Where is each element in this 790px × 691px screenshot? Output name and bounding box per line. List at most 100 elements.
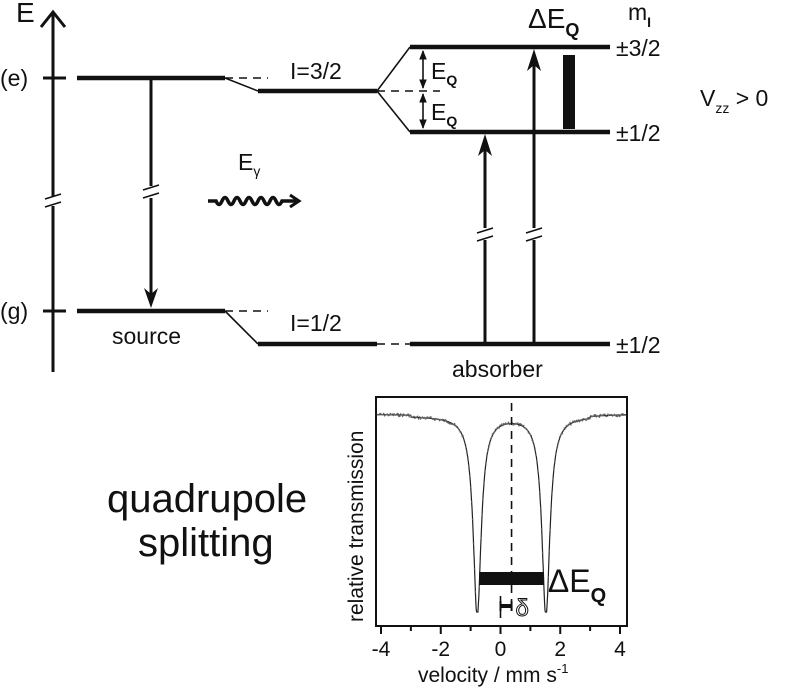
- data-point: [522, 424, 525, 427]
- data-point: [389, 412, 392, 415]
- data-point: [528, 432, 531, 434]
- vzz-label: Vzz > 0: [700, 85, 768, 116]
- data-point: [586, 418, 588, 421]
- data-point: [425, 417, 428, 420]
- data-point: [400, 414, 403, 416]
- split-line-upper: [376, 46, 411, 92]
- split-line-lower: [376, 90, 411, 133]
- data-point: [567, 424, 569, 427]
- data-point: [613, 413, 616, 416]
- data-point: [531, 439, 533, 442]
- axis-break-mark: [44, 193, 62, 200]
- data-point: [604, 413, 606, 416]
- data-point: [575, 419, 578, 422]
- data-point: [409, 414, 412, 416]
- y-axis-label: relative transmission: [345, 431, 368, 622]
- data-point: [574, 421, 577, 423]
- data-point: [538, 479, 540, 482]
- mi-value-middle: ±1/2: [616, 120, 661, 146]
- data-point: [445, 419, 447, 422]
- data-point: [492, 432, 495, 434]
- data-point: [414, 417, 416, 420]
- excited-spin-label: I=3/2: [290, 58, 342, 84]
- data-point: [594, 414, 597, 416]
- data-point: [487, 447, 490, 449]
- data-point: [443, 420, 446, 423]
- data-point: [419, 418, 422, 420]
- data-point: [481, 513, 483, 516]
- data-point: [483, 482, 485, 484]
- data-point: [430, 416, 432, 418]
- data-point: [581, 420, 584, 422]
- delta-symbol: δ: [516, 595, 529, 622]
- data-point: [490, 436, 493, 439]
- data-point: [453, 422, 456, 425]
- data-point: [569, 421, 571, 424]
- data-point: [392, 414, 394, 417]
- data-point: [401, 415, 404, 418]
- data-point: [486, 450, 489, 453]
- data-point: [580, 418, 583, 421]
- data-point: [407, 413, 410, 416]
- data-point: [585, 419, 587, 422]
- data-point: [417, 418, 420, 420]
- data-point: [378, 414, 380, 416]
- data-point: [549, 529, 551, 531]
- data-point: [469, 475, 471, 478]
- excited-state-label: (e): [0, 65, 28, 91]
- x-tick-label: 0: [495, 638, 507, 661]
- data-point: [489, 438, 492, 440]
- data-point: [559, 434, 562, 437]
- data-point: [464, 442, 466, 445]
- ground-state-label: (g): [0, 298, 28, 324]
- data-point: [556, 445, 559, 447]
- data-point: [517, 422, 519, 424]
- data-point: [577, 419, 580, 421]
- data-point: [564, 427, 567, 430]
- data-point: [423, 416, 426, 419]
- data-point: [388, 414, 391, 417]
- mi-label: mI: [628, 0, 651, 30]
- data-point: [393, 413, 395, 415]
- x-tick-label: -2: [431, 638, 450, 661]
- data-point: [536, 460, 538, 462]
- data-point: [488, 443, 491, 446]
- data-point: [405, 414, 408, 417]
- plot-delta-eq-bar: [479, 572, 544, 585]
- data-points: [377, 412, 624, 593]
- data-point: [416, 415, 419, 418]
- data-point: [408, 415, 411, 418]
- data-point: [473, 568, 476, 570]
- data-point: [467, 458, 469, 461]
- data-point: [506, 422, 509, 425]
- data-point: [437, 418, 440, 421]
- data-point: [526, 429, 529, 432]
- data-point: [482, 498, 484, 500]
- data-point: [537, 469, 539, 472]
- data-point: [622, 413, 624, 415]
- data-point: [518, 425, 520, 427]
- data-point: [504, 423, 506, 426]
- data-point: [418, 416, 421, 418]
- data-point: [399, 415, 401, 418]
- data-point: [530, 434, 532, 437]
- data-point: [552, 478, 554, 480]
- data-point: [501, 423, 503, 425]
- data-point: [458, 429, 461, 432]
- delta-eq-label: ΔEQ: [528, 3, 579, 40]
- data-point: [397, 412, 399, 415]
- data-point: [589, 417, 591, 420]
- data-point: [529, 433, 532, 436]
- data-point: [610, 413, 613, 416]
- data-point: [469, 486, 472, 489]
- data-point: [421, 416, 424, 418]
- data-point: [474, 591, 477, 593]
- data-point: [568, 423, 570, 425]
- data-point: [457, 427, 460, 430]
- data-point: [561, 432, 564, 435]
- delta-eq-bar: [563, 55, 575, 129]
- data-point: [607, 413, 609, 415]
- data-point: [465, 446, 467, 449]
